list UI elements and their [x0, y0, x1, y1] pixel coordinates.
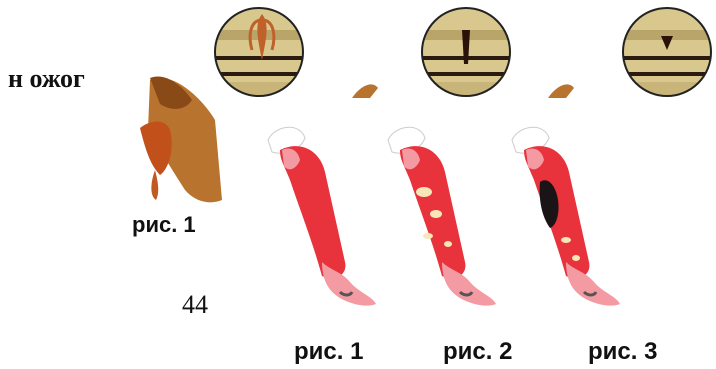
back-figure-caption: рис. 1 — [132, 212, 196, 238]
wound-cross-section-icon — [422, 8, 512, 98]
figure-caption-1: рис. 1 — [294, 338, 363, 366]
page-number: 44 — [182, 290, 208, 320]
hand-bleeding-icon — [140, 77, 222, 203]
figure-caption-3: рис. 3 — [588, 338, 657, 366]
wound-cross-section-icon — [623, 8, 713, 98]
wound-cross-section-icon — [215, 8, 305, 98]
page-title-fragment: н ожог — [8, 64, 85, 94]
figure-caption-2: рис. 2 — [443, 338, 512, 366]
